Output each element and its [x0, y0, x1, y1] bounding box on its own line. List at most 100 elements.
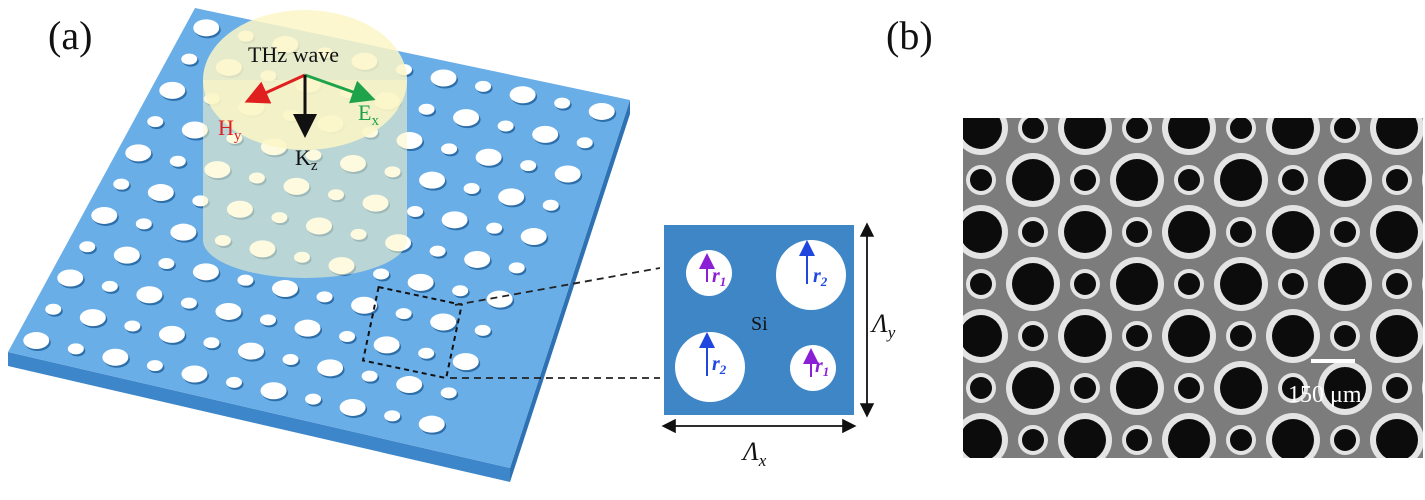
slab-hole [418, 347, 435, 359]
slab-hole [453, 109, 480, 127]
slab-hole [136, 286, 163, 304]
sem-hole [1386, 377, 1408, 399]
r1-label-bottom: r1 [815, 355, 829, 379]
slab-hole [373, 268, 390, 280]
slab-hole [464, 250, 491, 268]
slab-hole [395, 308, 412, 320]
small-hole-bottom-right [790, 345, 836, 391]
sem-hole [1064, 419, 1106, 458]
slab-hole [260, 314, 276, 326]
slab-hole [384, 410, 401, 422]
slab-hole [407, 205, 424, 217]
slab-hole [203, 337, 220, 349]
sem-hole [1168, 211, 1210, 253]
sem-hole [970, 169, 992, 191]
sem-hole [1282, 273, 1304, 295]
sem-hole [1116, 263, 1158, 305]
sem-hole [1168, 315, 1210, 357]
slab-hole [486, 222, 503, 234]
sem-hole [1178, 377, 1200, 399]
sem-hole [1022, 429, 1044, 451]
slab-hole [45, 303, 62, 315]
sem-hole [1230, 325, 1252, 347]
sem-hole [1126, 118, 1148, 139]
sem-hole [1272, 118, 1314, 149]
unit-cell-diagram: r1 r2 r2 r1 Si Λx Λy [661, 222, 896, 470]
slab-hole [418, 103, 435, 115]
slab-hole [101, 280, 118, 292]
sem-hole [1168, 419, 1210, 458]
r1-label-top: r1 [712, 265, 726, 289]
sem-hole [1012, 367, 1054, 409]
h-field-label: Hy [218, 115, 242, 144]
slab-hole [498, 188, 525, 206]
slab-hole [351, 296, 378, 314]
slab-illustration: THz wave Hy Ex Kz [8, 8, 660, 482]
sem-hole [1064, 118, 1106, 149]
sem-hole-array [963, 118, 1423, 458]
slab-hole [429, 245, 446, 257]
slab-hole [125, 144, 152, 162]
k-vector-label: Kz [295, 145, 318, 174]
slab-hole [475, 148, 502, 166]
h-field-arrow [244, 73, 306, 104]
slab-right-side [510, 100, 630, 482]
sem-hole [1178, 169, 1200, 191]
sem-hole [1116, 367, 1158, 409]
sem-hole [963, 118, 1002, 149]
sem-hole [1074, 169, 1096, 191]
sem-hole [963, 419, 1002, 458]
slab-hole [260, 382, 287, 400]
sem-hole [1386, 273, 1408, 295]
sem-hole [1126, 429, 1148, 451]
slab-hole [554, 97, 571, 109]
sem-hole [1230, 429, 1252, 451]
sem-hole [1022, 118, 1044, 139]
slab-hole [67, 343, 84, 355]
sem-hole [1230, 221, 1252, 243]
slab-hole [23, 332, 50, 350]
slab-hole [373, 336, 400, 354]
thz-beam [203, 10, 407, 278]
lambda-x-label: Λx [740, 437, 767, 470]
sem-hole [1324, 367, 1366, 409]
sem-hole [1282, 169, 1304, 191]
slab-hole [509, 86, 536, 104]
sem-hole [1376, 419, 1418, 458]
slab-hole [317, 359, 344, 377]
sem-hole-rim [1422, 380, 1423, 396]
slab-hole [508, 262, 525, 274]
slab-hole [147, 184, 174, 202]
large-hole-bottom-left [675, 332, 745, 402]
slab-hole [181, 53, 198, 65]
sem-hole [1220, 159, 1262, 201]
sem-hole [1012, 263, 1054, 305]
sem-hole [1334, 429, 1356, 451]
sem-hole [1376, 118, 1418, 149]
slab-hole [215, 302, 242, 320]
slab-hole [192, 263, 219, 281]
slab-hole [57, 269, 84, 287]
sem-hole [1324, 263, 1366, 305]
zoom-line-top [454, 267, 660, 306]
slab-hole [418, 415, 445, 433]
e-field-arrow [304, 73, 376, 104]
slab-hole [475, 80, 492, 92]
slab-hole [316, 291, 333, 303]
slab-front-side [8, 352, 510, 482]
slab-hole [305, 393, 322, 405]
slab-hole [282, 353, 299, 365]
sem-hole-rim [1422, 172, 1423, 188]
sem-image: 150 μm [963, 118, 1423, 458]
lambda-y-label: Λy [869, 309, 896, 342]
panel-b-label: (b) [886, 13, 933, 58]
slab-hole [79, 309, 106, 327]
sem-hole [1022, 221, 1044, 243]
slab-hole [158, 257, 175, 269]
slab-hole [238, 342, 264, 360]
slab-hole [463, 183, 480, 195]
sem-hole [1376, 315, 1418, 357]
sem-hole [1168, 118, 1210, 149]
sem-hole [1074, 273, 1096, 295]
